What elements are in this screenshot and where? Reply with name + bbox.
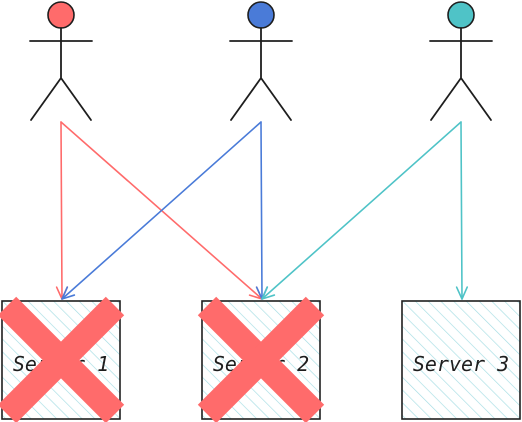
server-box (401, 300, 521, 420)
stick-figure-icon (229, 27, 293, 121)
users (29, 1, 493, 121)
stick-figure-icon (429, 27, 493, 121)
server-1: Server 1 (0, 296, 125, 422)
connection-arrow (261, 121, 462, 300)
user-blue-actor (229, 1, 293, 121)
connection-arrow (61, 121, 262, 300)
stick-figure-icon (29, 27, 93, 121)
connection-arrow (55, 121, 69, 300)
head-icon (447, 1, 475, 29)
server-label: Server 3 (413, 352, 509, 376)
head-icon (47, 1, 75, 29)
user-red-actor (29, 1, 93, 121)
user-teal-actor (429, 1, 493, 121)
server-2: Server 2 (197, 296, 325, 422)
failed-cross-icon (0, 296, 125, 422)
connections (55, 121, 469, 300)
server-3: Server 3 (401, 300, 521, 420)
connection-arrow (455, 121, 469, 300)
head-icon (247, 1, 275, 29)
failed-cross-icon (197, 296, 325, 422)
connection-arrow (255, 121, 269, 300)
